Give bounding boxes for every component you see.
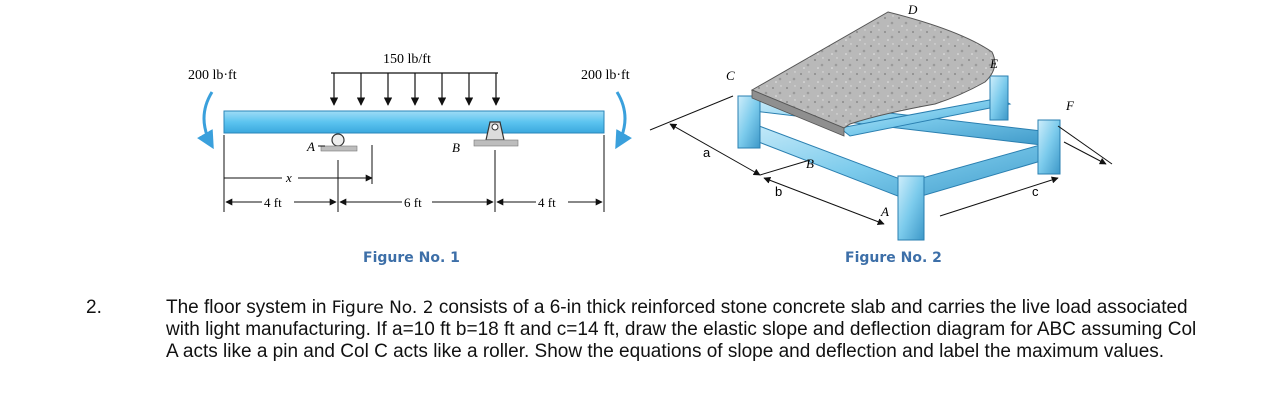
distributed-load-label: 150 lb/ft: [383, 52, 431, 67]
question-figure-ref: Figure No. 2: [331, 298, 434, 318]
left-moment-label: 200 lb·ft: [188, 68, 237, 83]
label-B: B: [806, 156, 814, 171]
support-a-label: A: [306, 139, 315, 154]
concrete-slab: [750, 11, 996, 129]
dim-6ft: 6 ft: [404, 195, 422, 210]
right-moment-label: 200 lb·ft: [581, 68, 630, 83]
beam: [223, 110, 605, 134]
support-b-label: B: [452, 140, 460, 155]
dim-4ft-left: 4 ft: [264, 195, 282, 210]
label-a: a: [703, 145, 711, 160]
left-moment-arrow: [197, 91, 214, 150]
dim-4ft-right: 4 ft: [538, 195, 556, 210]
question-text: The floor system in Figure No. 2 consist…: [166, 297, 1206, 363]
x-label: x: [285, 170, 292, 185]
column-e: [989, 75, 1009, 121]
figure-2-floor-system: D C E F B A a b c: [649, 2, 1113, 241]
label-C: C: [726, 68, 735, 83]
figure-1-beam-diagram: 200 lb·ft 200 lb·ft 150 lb/ft A: [188, 52, 632, 212]
label-c: c: [1032, 184, 1039, 199]
label-E: E: [989, 56, 998, 71]
figure-2-dimension-lines: [649, 95, 1113, 226]
distributed-load-arrows: [329, 72, 501, 106]
figure-2-caption: Figure No. 2: [845, 250, 942, 266]
right-moment-arrow: [615, 91, 632, 150]
steel-beam-middle: [838, 97, 1012, 137]
label-D: D: [907, 2, 918, 17]
question-text-pre: The floor system in: [166, 297, 332, 318]
column-c: [737, 95, 761, 149]
question-text-post: consists of a 6-in thick reinforced ston…: [166, 297, 1197, 362]
roller-support-a: [320, 133, 358, 152]
figures-canvas: 200 lb·ft 200 lb·ft 150 lb/ft A: [188, 2, 1113, 241]
label-F: F: [1065, 98, 1075, 113]
label-A: A: [880, 204, 889, 219]
pin-support-b: [473, 121, 519, 147]
label-b: b: [775, 184, 782, 199]
dimension-lines: [225, 194, 603, 210]
column-f: [1037, 119, 1061, 175]
column-a: [897, 175, 925, 241]
figure-1-caption: Figure No. 1: [363, 250, 460, 266]
question-number: 2.: [86, 297, 102, 318]
